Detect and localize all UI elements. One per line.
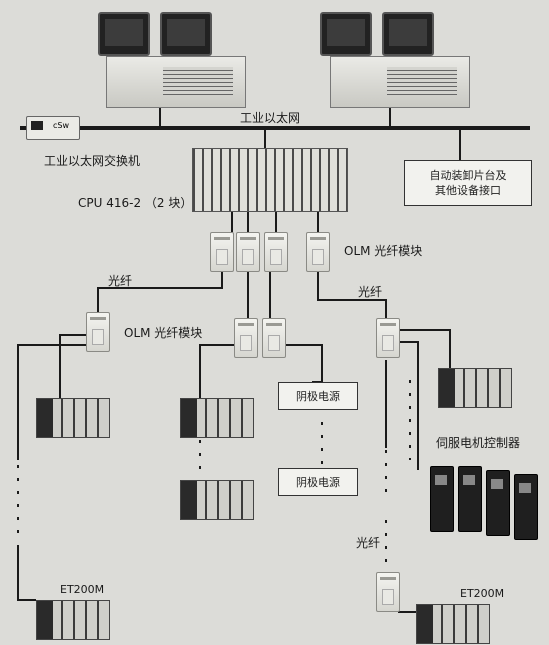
et200-rack-mid-bottom: [180, 480, 254, 520]
industrial-pc-right: [330, 56, 470, 108]
servo-controller-4: [514, 474, 538, 540]
et200-rack-bottom-right: [416, 604, 490, 644]
servo-controller-3: [486, 470, 510, 536]
cathode-power-box-1: 阴极电源: [278, 382, 358, 410]
et200m-label-right: ET200M: [460, 587, 504, 600]
auto-loading-interface-box: 自动装卸片台及 其他设备接口: [404, 160, 532, 206]
fiber-label-3: 光纤: [356, 534, 380, 551]
cpu-label: CPU 416-2 （2 块）: [78, 194, 192, 211]
monitor-2: [160, 12, 212, 56]
et200-rack-left-top: [36, 398, 110, 438]
et200-rack-mid-top: [180, 398, 254, 438]
ethernet-switch: cSw: [26, 116, 80, 140]
servo-label: 伺服电机控制器: [436, 434, 520, 451]
fiber-label-1: 光纤: [108, 272, 132, 289]
olm-module-mid-2: [262, 318, 286, 358]
cathode-power-box-2: 阴极电源: [278, 468, 358, 496]
olm-module-mid-1: [234, 318, 258, 358]
et200-rack-left-bottom: [36, 600, 110, 640]
cpu-416-2-rack: [192, 148, 348, 212]
fiber-label-2: 光纤: [358, 283, 382, 300]
et200m-label-left: ET200M: [60, 583, 104, 596]
switch-label: 工业以太网交换机: [44, 152, 140, 169]
olm-module-right: [376, 318, 400, 358]
et200-rack-right-top: [438, 368, 512, 408]
monitor-1: [98, 12, 150, 56]
monitor-4: [382, 12, 434, 56]
ethernet-label: 工业以太网: [240, 109, 300, 126]
olm-module-1: [210, 232, 234, 272]
servo-controller-1: [430, 466, 454, 532]
olm-module-bottom: [376, 572, 400, 612]
olm-module-3: [264, 232, 288, 272]
industrial-pc-left: [106, 56, 246, 108]
olm-module-4: [306, 232, 330, 272]
olm-label-top: OLM 光纤模块: [344, 242, 422, 259]
olm-label-left: OLM 光纤模块: [124, 324, 202, 341]
olm-module-left: [86, 312, 110, 352]
olm-module-2: [236, 232, 260, 272]
servo-controller-2: [458, 466, 482, 532]
monitor-3: [320, 12, 372, 56]
switch-badge: cSw: [53, 121, 69, 130]
